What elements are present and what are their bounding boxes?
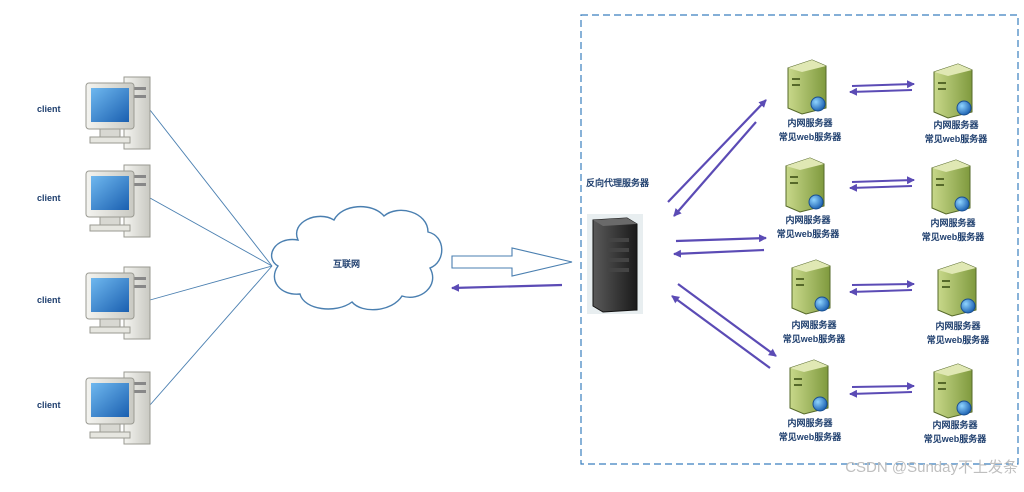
flow-arrow bbox=[849, 287, 913, 296]
client-computer-icon bbox=[85, 164, 151, 238]
response-flow-arrow bbox=[451, 283, 563, 292]
flow-arrow bbox=[677, 283, 777, 357]
internal-network-boundary bbox=[580, 14, 1019, 465]
flow-arrow bbox=[671, 295, 771, 369]
flow-arrow bbox=[849, 87, 913, 96]
flow-arrow bbox=[849, 183, 913, 192]
internal-server-icon bbox=[789, 359, 829, 415]
internal-server-label: 内网服务器 常见web服务器 bbox=[783, 318, 846, 346]
flow-arrow bbox=[851, 280, 915, 289]
backend-server-label: 内网服务器 常见web服务器 bbox=[927, 319, 990, 347]
internet-cloud-icon bbox=[270, 205, 443, 311]
backend-server-icon bbox=[931, 159, 971, 215]
connection-line bbox=[149, 265, 273, 406]
watermark: CSDN @Sunday不上发条 bbox=[845, 459, 1018, 476]
request-flow-arrow bbox=[451, 247, 573, 277]
backend-server-label: 内网服务器 常见web服务器 bbox=[924, 418, 987, 446]
server-name: 内网服务器 bbox=[932, 420, 978, 430]
flow-arrow bbox=[849, 389, 913, 398]
client-label: client bbox=[37, 193, 61, 203]
flow-arrow bbox=[673, 248, 765, 258]
server-name: 内网服务器 bbox=[785, 215, 831, 225]
server-type: 常见web服务器 bbox=[782, 334, 846, 344]
connection-line bbox=[149, 109, 273, 267]
internal-server-icon bbox=[787, 59, 827, 115]
server-name: 内网服务器 bbox=[933, 120, 979, 130]
server-name: 内网服务器 bbox=[935, 321, 981, 331]
internal-server-icon bbox=[791, 259, 831, 315]
client-label: client bbox=[37, 400, 61, 410]
backend-server-label: 内网服务器 常见web服务器 bbox=[922, 216, 985, 244]
flow-arrow bbox=[851, 80, 915, 89]
client-label: client bbox=[37, 295, 61, 305]
client-connection-lines bbox=[149, 109, 273, 406]
server-name: 内网服务器 bbox=[787, 118, 833, 128]
client-computer-icon bbox=[85, 266, 151, 340]
proxy-server-arrows bbox=[667, 99, 777, 369]
client-computer-icon bbox=[85, 76, 151, 150]
server-name: 内网服务器 bbox=[791, 320, 837, 330]
flow-arrow bbox=[667, 99, 767, 203]
connection-line bbox=[149, 265, 273, 301]
server-type: 常见web服务器 bbox=[924, 134, 988, 144]
internet-label: 互联网 bbox=[333, 259, 361, 269]
flow-arrow bbox=[851, 382, 915, 391]
server-type: 常见web服务器 bbox=[778, 132, 842, 142]
reverse-proxy-server-icon bbox=[587, 214, 643, 314]
internal-server-icon bbox=[785, 157, 825, 213]
flow-arrow bbox=[673, 121, 757, 217]
internal-server-label: 内网服务器 常见web服务器 bbox=[779, 116, 842, 144]
connection-line bbox=[149, 197, 273, 267]
server-pair-arrows bbox=[849, 80, 915, 398]
backend-server-icon bbox=[937, 261, 977, 317]
backend-server-label: 内网服务器 常见web服务器 bbox=[925, 118, 988, 146]
server-type: 常见web服务器 bbox=[926, 335, 990, 345]
client-computer-icon bbox=[85, 371, 151, 445]
internal-server-label: 内网服务器 常见web服务器 bbox=[777, 213, 840, 241]
server-type: 常见web服务器 bbox=[921, 232, 985, 242]
flow-arrow bbox=[675, 234, 767, 243]
client-label: client bbox=[37, 104, 61, 114]
server-name: 内网服务器 bbox=[787, 418, 833, 428]
reverse-proxy-label: 反向代理服务器 bbox=[586, 178, 650, 188]
backend-server-icon bbox=[933, 63, 973, 119]
internal-server-label: 内网服务器 常见web服务器 bbox=[779, 416, 842, 444]
server-type: 常见web服务器 bbox=[776, 229, 840, 239]
flow-arrow bbox=[851, 176, 915, 185]
server-type: 常见web服务器 bbox=[923, 434, 987, 444]
server-name: 内网服务器 bbox=[930, 218, 976, 228]
backend-server-icon bbox=[933, 363, 973, 419]
server-type: 常见web服务器 bbox=[778, 432, 842, 442]
